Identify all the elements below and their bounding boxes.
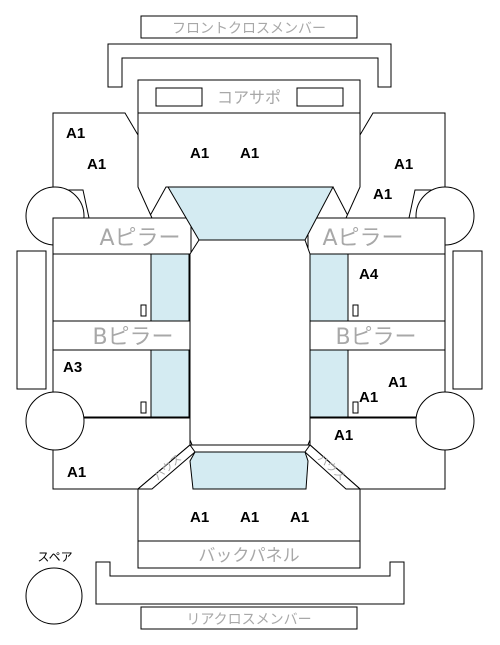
b-pillar-left-label: Bピラー	[92, 325, 173, 350]
grade-trunk-2: A1	[240, 509, 259, 526]
door-handle-rear-right	[352, 401, 359, 414]
a-pillar-left-label: Aピラー	[99, 226, 180, 251]
wheel-rear-left[interactable]	[25, 391, 85, 451]
grade-fender-fl-1: A1	[66, 125, 85, 142]
core-support-label: コアサポ	[217, 88, 281, 107]
b-pillar-right-label: Bピラー	[335, 325, 416, 350]
rocker-right-part[interactable]	[452, 250, 483, 390]
core-support-left-box	[155, 87, 203, 107]
rear-bumper-part[interactable]	[95, 561, 405, 605]
grade-hood-2: A1	[240, 145, 259, 162]
rear-cross-member-part[interactable]	[140, 606, 358, 630]
grade-quarter-rl: A1	[67, 464, 86, 481]
windshield-glass[interactable]	[167, 186, 334, 241]
door-handle-front-left	[140, 304, 147, 317]
grade-fender-fl-2: A1	[87, 156, 106, 173]
rear-cross-member-label: リアクロスメンバー	[186, 612, 311, 628]
core-support-right-box	[296, 87, 344, 107]
grade-door-rr-1: A1	[388, 374, 407, 391]
back-panel-label: バックパネル	[198, 546, 299, 566]
grade-trunk-3: A1	[290, 509, 309, 526]
grade-quarter-rr: A1	[334, 427, 353, 444]
back-panel-part[interactable]	[137, 540, 361, 569]
rocker-left-part[interactable]	[16, 250, 47, 390]
window-rear-left-glass[interactable]	[150, 349, 190, 418]
b-pillar-right-part[interactable]	[309, 320, 446, 351]
wheel-rear-right[interactable]	[415, 391, 475, 451]
roof-part[interactable]	[189, 239, 311, 453]
grade-hood-1: A1	[190, 145, 209, 162]
grade-door-rr-2: A1	[359, 389, 378, 406]
rear-window-glass[interactable]	[189, 451, 309, 490]
door-handle-rear-left	[140, 401, 147, 414]
grade-fender-fr-2: A1	[373, 186, 392, 203]
grade-trunk-1: A1	[190, 509, 209, 526]
grade-door-fr: A4	[359, 266, 379, 283]
window-front-left-glass[interactable]	[150, 253, 190, 322]
b-pillar-left-part[interactable]	[52, 320, 191, 351]
tire-house-left-part[interactable]	[136, 444, 196, 490]
a-pillar-right-label: Aピラー	[322, 226, 403, 251]
grade-fender-fr-1: A1	[394, 156, 413, 173]
front-cross-member-part[interactable]	[140, 15, 358, 39]
window-front-right-glass[interactable]	[309, 253, 349, 322]
door-handle-front-right	[352, 304, 359, 317]
spare-tire[interactable]	[25, 567, 83, 625]
front-bumper-part[interactable]	[107, 43, 392, 88]
grade-door-rl: A3	[63, 359, 82, 376]
window-rear-right-glass[interactable]	[309, 349, 349, 418]
front-cross-member-label: フロントクロスメンバー	[172, 21, 326, 37]
tire-house-right-part[interactable]	[304, 444, 362, 490]
spare-label: スペア	[37, 550, 72, 564]
a-pillar-left-part[interactable]	[52, 217, 192, 255]
